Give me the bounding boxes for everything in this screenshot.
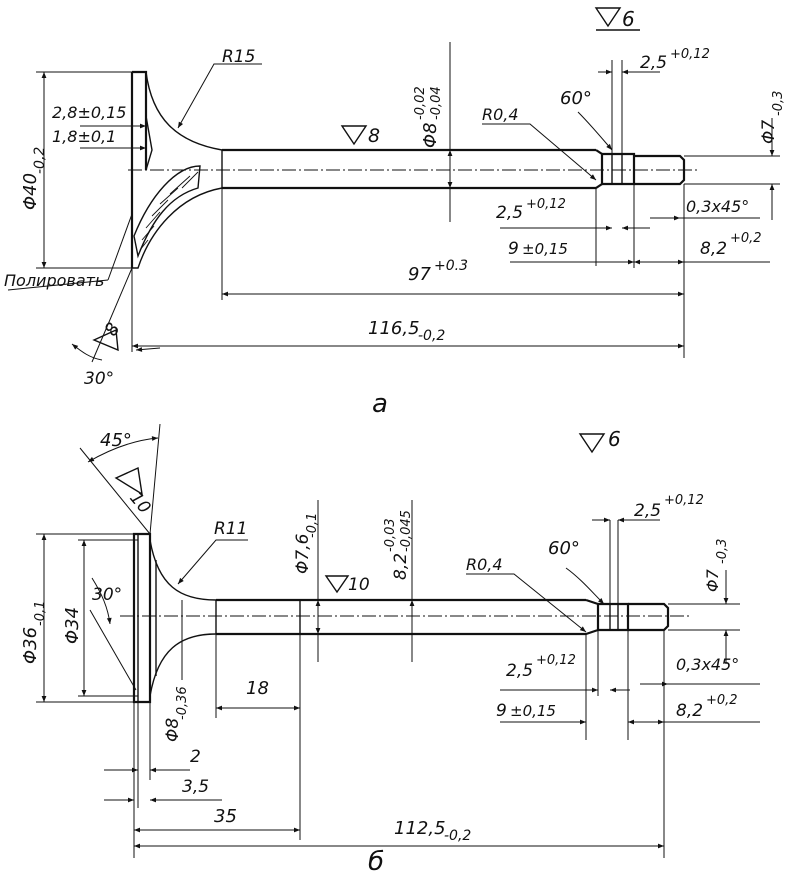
a-radius: R15: [222, 47, 255, 67]
a-groove-width-lower-tol: +0,12: [526, 197, 566, 212]
b-groove-pos-tol: ±0,15: [510, 702, 556, 720]
b-groove-width-lower: 2,5: [506, 661, 533, 681]
svg-text:Φ7: Φ7: [759, 120, 779, 144]
svg-text:Φ34: Φ34: [62, 607, 83, 644]
b-neck-diameter-label: Φ8 -0,36: [163, 686, 190, 742]
a-groove-pos: 9: [508, 239, 519, 259]
a-roughness-seat: 8: [101, 319, 125, 339]
b-groove-width-tol: +0,12: [664, 493, 704, 508]
b-roughness-head: 10: [125, 488, 154, 517]
svg-text:8,2: 8,2: [391, 553, 411, 580]
a-groove-width-lower: 2,5: [496, 203, 523, 223]
b-head-total: 3,5: [182, 777, 209, 797]
svg-text:-0,03: -0,03: [383, 518, 398, 552]
b-head-diameter-label: Φ36 -0,1: [20, 601, 48, 664]
a-chamfer: 0,3x45°: [686, 197, 749, 216]
b-shoulder-len: 35: [214, 806, 237, 827]
a-stem-len: 97: [408, 264, 431, 285]
b-neck-len: 18: [246, 678, 269, 699]
a-groove-width: 2,5: [640, 53, 667, 73]
a-groove-angle: 60°: [560, 88, 592, 109]
a-figure-label: а: [372, 389, 388, 419]
a-head-diameter-label: Φ40 -0,2: [20, 147, 48, 210]
a-groove-width-tol: +0,12: [670, 47, 710, 62]
a-roughness-stem: 8: [368, 125, 380, 147]
svg-text:Φ8: Φ8: [163, 718, 183, 742]
svg-text:-0,36: -0,36: [175, 686, 190, 720]
svg-text:-0,045: -0,045: [399, 510, 414, 552]
a-stem-diameter-label: Φ8 -0,02 -0,04: [413, 86, 444, 148]
a-valve-stem: [221, 148, 686, 190]
b-roughness-stem: 10: [348, 575, 370, 595]
a-seat-angle: 30°: [84, 369, 114, 389]
svg-text:-0,3: -0,3: [771, 91, 786, 116]
drawing-a: 6 8 8 R15 2,8±0,15 1,8±0,1 Полировать 30…: [4, 7, 786, 419]
b-figure-label: б: [368, 847, 384, 876]
a-tip-len-tol: +0,2: [730, 231, 762, 246]
b-radius: R11: [214, 519, 247, 539]
a-tip-diameter-label: Φ7 -0,3: [759, 91, 786, 144]
b-chamfer: 0,3x45°: [676, 655, 739, 674]
b-stem-diameter-label: Φ7,6 -0,1: [293, 513, 320, 574]
svg-text:Φ36: Φ36: [20, 627, 41, 664]
a-seat-land: 1,8±0,1: [52, 127, 116, 146]
a-roughness-top: 6: [622, 7, 635, 31]
a-tip-len: 8,2: [700, 239, 727, 259]
svg-text:-0,1: -0,1: [305, 513, 320, 538]
a-stem-len-tol: +0.3: [434, 258, 468, 274]
b-groove-width: 2,5: [634, 501, 661, 521]
svg-text:Φ8: Φ8: [420, 122, 441, 148]
b-seat-angle: 30°: [92, 585, 122, 605]
b-tip-radius: R0,4: [466, 555, 503, 574]
svg-text:-0,2: -0,2: [32, 147, 48, 174]
drawing-b: 6 10 10 45° R11 30° Φ36 -0,1 Φ34 Φ8 -0,3…: [20, 423, 760, 876]
b-valve-head: [132, 532, 217, 704]
b-tip-diameter-label: Φ7 -0,3: [703, 539, 730, 592]
b-head-thickness: 2: [190, 747, 201, 767]
b-total-len-tol: -0,2: [444, 828, 471, 844]
svg-text:-0,3: -0,3: [715, 539, 730, 564]
b-stem-fit-label: 8,2 -0,03 -0,045: [383, 510, 414, 580]
svg-text:Φ7: Φ7: [703, 568, 722, 592]
b-valve-stem: [215, 598, 670, 636]
b-groove-angle: 60°: [548, 538, 580, 559]
a-total-len-tol: -0,2: [418, 328, 445, 344]
svg-text:Φ7,6: Φ7,6: [293, 533, 313, 574]
a-groove-pos-tol: ±0,15: [522, 240, 568, 258]
svg-text:Φ40: Φ40: [20, 173, 41, 210]
svg-text:-0,1: -0,1: [33, 601, 48, 626]
b-groove-width-lower-tol: +0,12: [536, 653, 576, 668]
b-tip-len-tol: +0,2: [706, 693, 738, 708]
svg-text:-0,04: -0,04: [429, 86, 444, 120]
a-polish-note: Полировать: [4, 271, 104, 290]
b-tip-len: 8,2: [676, 701, 703, 721]
b-roughness-top: 6: [608, 427, 621, 451]
a-valve-head: [130, 70, 223, 269]
b-head-angle: 45°: [100, 430, 132, 451]
a-head-thickness: 2,8±0,15: [52, 103, 126, 122]
a-tip-radius: R0,4: [482, 105, 519, 124]
b-groove-pos: 9: [496, 701, 507, 721]
a-total-len: 116,5: [368, 318, 420, 339]
svg-text:-0,02: -0,02: [413, 86, 428, 120]
b-total-len: 112,5: [394, 818, 446, 839]
b-seat-diameter-label: Φ34: [62, 607, 83, 644]
